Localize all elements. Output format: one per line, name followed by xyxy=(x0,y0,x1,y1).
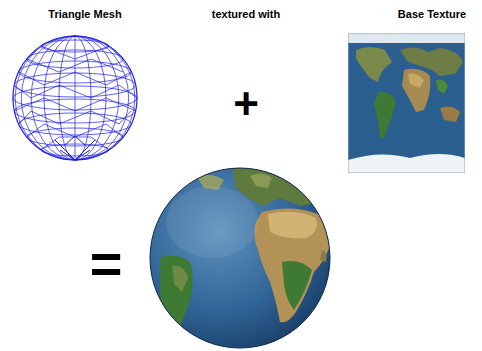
panel-heading: textured with xyxy=(212,9,280,20)
base-texture-map xyxy=(348,33,465,173)
panel-heading: Base Texture xyxy=(398,9,466,20)
equals-sign: = xyxy=(90,236,123,292)
textured-globe xyxy=(150,168,331,348)
plus-sign: + xyxy=(233,82,259,126)
panel-heading: Triangle Mesh xyxy=(48,9,121,20)
triangle-mesh-sphere xyxy=(13,36,137,160)
